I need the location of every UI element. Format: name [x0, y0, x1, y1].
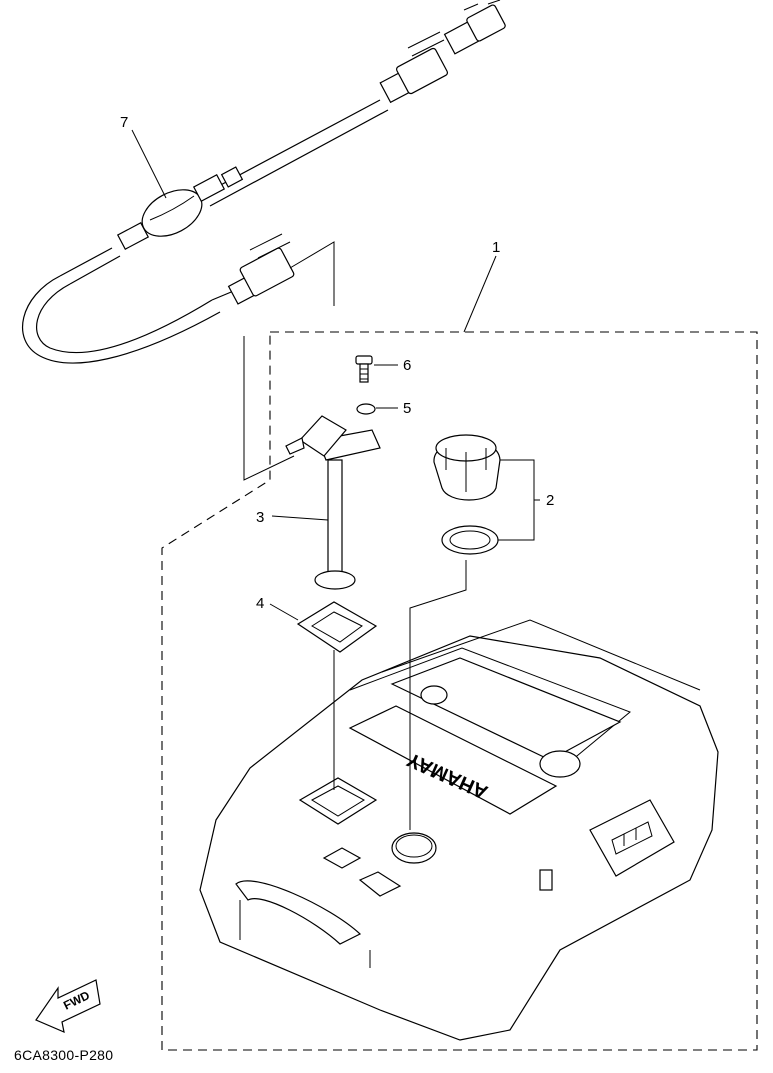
callout-5: 5 — [403, 400, 411, 417]
cap-part-2 — [433, 434, 501, 501]
fwd-arrow: FWD — [35, 979, 101, 1034]
callout-1: 1 — [492, 239, 500, 256]
screw-part-6 — [355, 355, 373, 383]
leader-lines — [131, 129, 540, 830]
callout-3: 3 — [256, 509, 264, 526]
washer-part-5 — [356, 403, 376, 415]
kit-boundary — [161, 331, 758, 1051]
drawing-code: 6CA8300-P280 — [14, 1047, 114, 1063]
fuel-hose-assembly — [22, 0, 506, 481]
callout-2: 2 — [546, 492, 554, 509]
gasket-part-4 — [296, 601, 378, 653]
fuel-pickup-part-3 — [285, 415, 381, 590]
callout-7: 7 — [120, 114, 128, 131]
callout-6: 6 — [403, 357, 411, 374]
fuel-tank: YAMAHA — [199, 619, 719, 1041]
gasket-part-2 — [441, 525, 499, 555]
callout-4: 4 — [256, 595, 264, 612]
